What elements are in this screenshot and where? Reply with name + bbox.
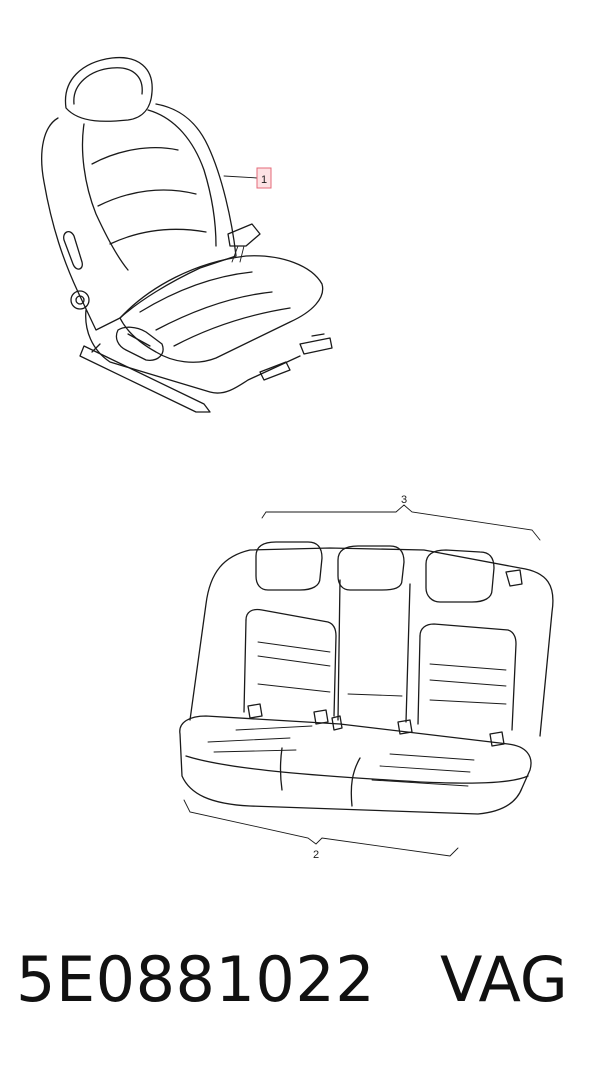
- callout-1[interactable]: 1: [256, 167, 272, 189]
- part-number: 5E0881022: [16, 943, 376, 1016]
- callout-2[interactable]: 2: [313, 849, 319, 861]
- rear-bench-illustration: [179, 504, 554, 857]
- brand-label: VAG: [440, 943, 568, 1016]
- callout-3[interactable]: 3: [401, 494, 407, 506]
- callout-1-label: 1: [261, 174, 267, 186]
- parts-diagram: 1: [41, 56, 554, 861]
- callout-3-label: 3: [401, 494, 407, 506]
- front-seat-illustration: [41, 56, 333, 413]
- footer: 5E0881022 VAG: [0, 930, 600, 1030]
- callout-2-label: 2: [313, 849, 319, 861]
